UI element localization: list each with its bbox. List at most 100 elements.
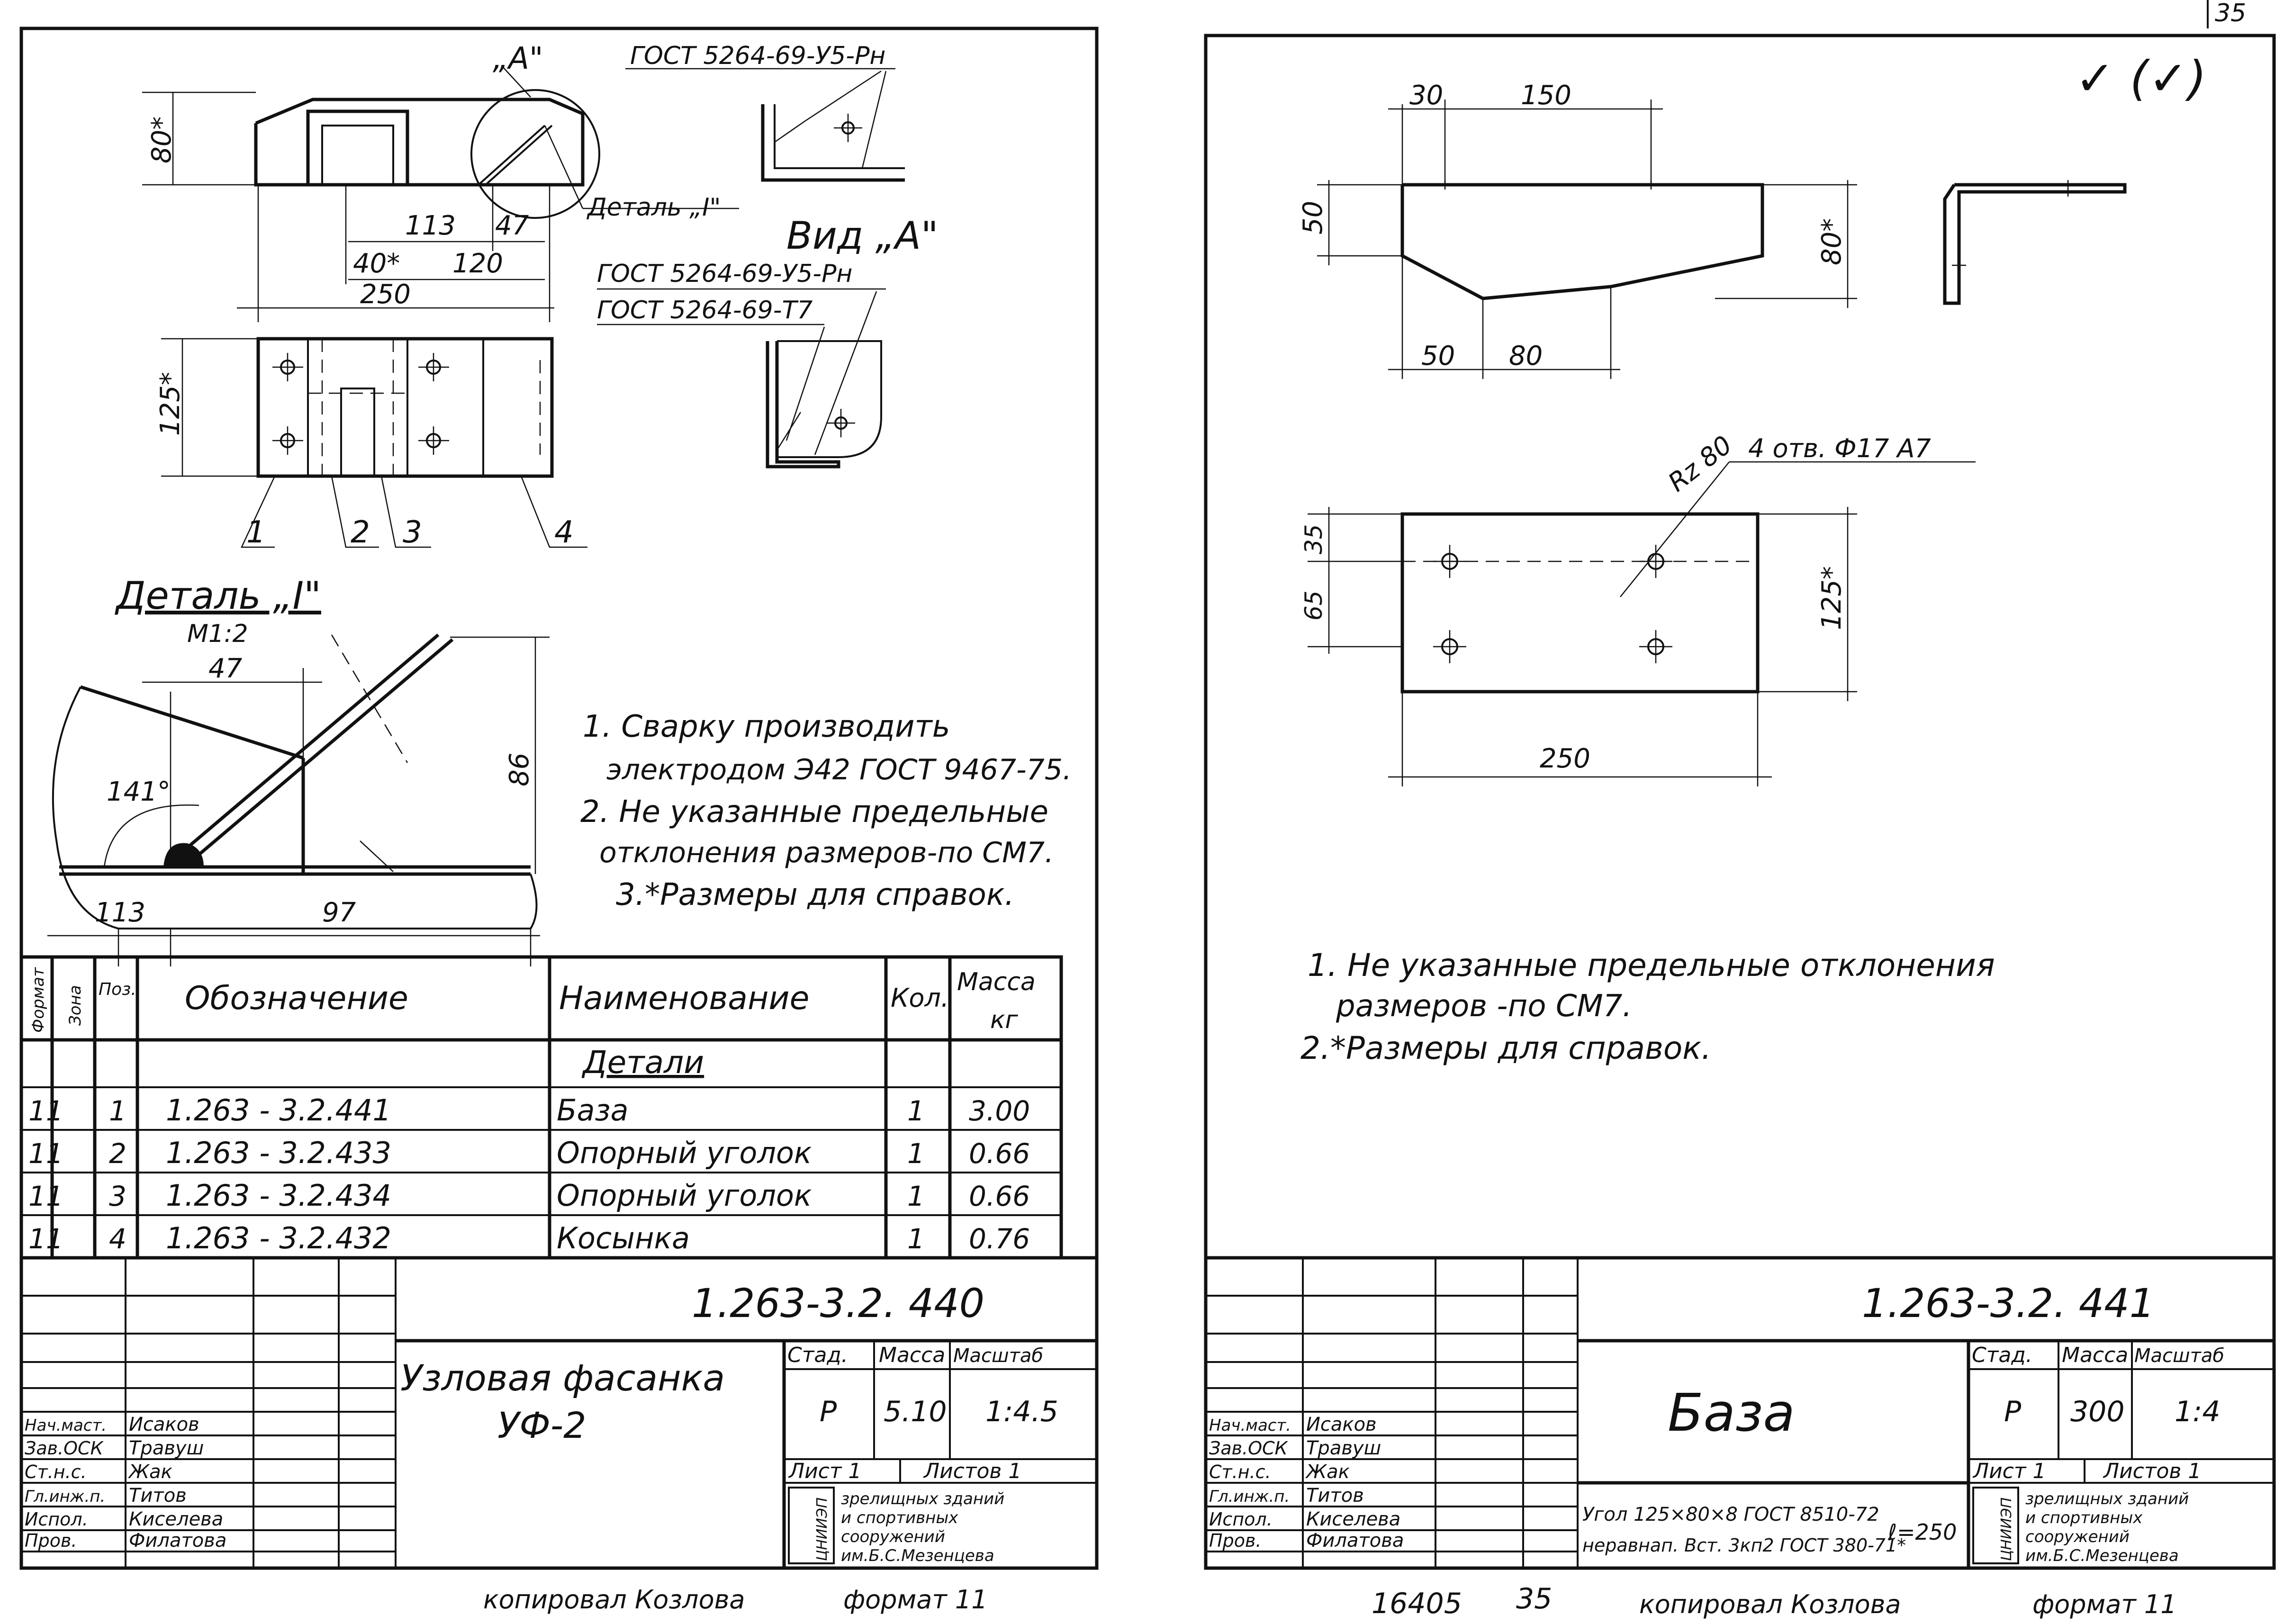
row-3-format: 11 [28,1180,63,1212]
left-mass: 5.10 [884,1395,947,1428]
right-name-5: Киселева [1306,1508,1400,1530]
detail-angle-141: 141° [107,776,171,807]
right-dim-30: 30 [1409,80,1443,111]
row-2-name: Опорный уголок [557,1136,812,1170]
right-roughness: Rz 80 [1662,430,1737,497]
right-note-2: 2.*Размеры для справок. [1300,1030,1711,1066]
right-dim-80-h: 80* [1816,218,1847,265]
detail-dim-86: 86 [504,753,535,786]
th-pos: Поз. [99,980,136,999]
right-role-1: Нач.маст. [1209,1416,1291,1435]
row-4-designation: 1.263 - 3.2.432 [166,1221,391,1255]
right-doc-number: 1.263-3.2. 441 [1862,1280,2155,1326]
weld-spec-view-1: ГОСТ 5264-69-У5-Рн [597,260,852,288]
detail-i [47,633,550,966]
row-4-mass: 0.76 [969,1223,1030,1255]
row-1-qty: 1 [907,1095,925,1127]
right-role-4: Гл.инж.п. [1209,1487,1290,1506]
detail-i-title: Деталь „I" [115,574,321,618]
right-stage: Р [2004,1395,2022,1428]
left-h-stage: Стад. [787,1343,848,1367]
left-note-1b: электродом Э42 ГОСТ 9467-75. [606,753,1072,786]
spec-table [19,955,1063,1260]
weld-spec-view-2: ГОСТ 5264-69-Т7 [597,296,812,325]
right-name-2: Травуш [1306,1437,1381,1459]
left-name-3: Жак [127,1461,172,1483]
right-dim-150: 150 [1521,80,1571,111]
detail-i-scale: М1:2 [187,620,248,648]
dim-40: 40* [353,248,400,279]
row-1-name: База [557,1093,629,1128]
dim-113: 113 [405,210,456,241]
row-3-pos: 3 [109,1180,126,1212]
left-note-2b: отклонения размеров-по СМ7. [599,836,1054,869]
detail-dim-113: 113 [95,897,145,928]
right-material-line1: Угол 125×80×8 ГОСТ 8510-72 [1582,1504,1879,1525]
th-mass-unit: кг [990,1006,1018,1034]
right-mass: 300 [2070,1395,2125,1428]
left-name-5: Киселева [129,1508,223,1530]
right-dim-50: 50 [1421,341,1455,371]
left-name-4: Титов [129,1485,187,1507]
right-sheet [1204,0,2276,1570]
right-dim-50-h: 50 [1298,201,1328,235]
row-1-pos: 1 [109,1095,126,1127]
right-name-3: Жак [1305,1461,1350,1483]
left-name-6: Филатова [129,1530,226,1552]
assembly-plan [161,337,587,548]
base-plan [1308,461,1976,786]
right-org-text-2: и спортивных [2025,1508,2143,1527]
assembly-elevation [142,66,739,322]
th-designation: Обозначение [185,980,408,1017]
right-scale: 1:4 [2175,1395,2221,1428]
left-org-text-1: зрелищных зданий [841,1489,1004,1508]
detail-dim-47: 47 [208,653,243,684]
left-sheets-label: Листов 1 [923,1459,1021,1483]
table-section-details: Детали [581,1044,704,1081]
row-1-mass: 3.00 [969,1095,1030,1127]
left-h-scale: Масштаб [953,1345,1043,1367]
right-name-6: Филатова [1306,1530,1404,1552]
detail-i-callout: Деталь „I" [587,193,721,222]
right-role-5: Испол. [1209,1509,1273,1530]
left-title-line1: Узловая фасанка [400,1357,725,1399]
row-4-pos: 4 [109,1223,126,1255]
right-note-1b: размеров -по СМ7. [1336,989,1632,1024]
view-a-title: Вид „А" [786,214,939,258]
title-block-right [1206,1256,2274,1568]
row-3-name: Опорный уголок [557,1178,812,1213]
right-org-text-1: зрелищных зданий [2025,1489,2189,1508]
row-2-pos: 2 [109,1137,126,1170]
right-dim-125: 125* [1816,566,1847,630]
base-elevation [1317,99,2127,379]
row-2-format: 11 [28,1137,63,1170]
left-stage: Р [820,1395,837,1428]
left-note-1: 1. Сварку производить [583,709,950,744]
detail-dim-97: 97 [322,897,356,928]
detail-i-circle [470,89,600,219]
pos-label-1: 1 [246,515,266,550]
row-2-qty: 1 [907,1137,925,1170]
title-block-left [19,1256,1099,1570]
right-material-line2: неравнап. Вст. 3кп2 ГОСТ 380-71* [1582,1535,1906,1556]
right-length: ℓ=250 [1887,1519,1957,1545]
row-1-designation: 1.263 - 3.2.441 [166,1093,391,1128]
left-sheet [19,27,1099,1570]
dim-250: 250 [360,279,411,310]
left-org-text-2: и спортивных [841,1508,958,1527]
left-role-4: Гл.инж.п. [25,1487,105,1506]
right-sheets-label: Листов 1 [2103,1459,2201,1483]
view-a-mark: „А" [493,41,543,76]
left-scale: 1:4.5 [985,1395,1058,1428]
row-3-mass: 0.66 [969,1180,1030,1212]
left-name-1: Исаков [129,1414,199,1435]
right-role-2: Зав.ОСК [1209,1438,1289,1459]
right-holes: 4 отв. Ф17 А7 [1748,433,1931,463]
left-note-2: 2. Не указанные предельные [580,794,1048,830]
left-role-3: Ст.н.с. [25,1462,87,1482]
right-org-text-3: сооружений [2025,1527,2130,1546]
right-page-number: 35 [1516,1582,1552,1615]
left-role-5: Испол. [25,1509,88,1530]
left-h-mass: Масса [879,1343,945,1367]
